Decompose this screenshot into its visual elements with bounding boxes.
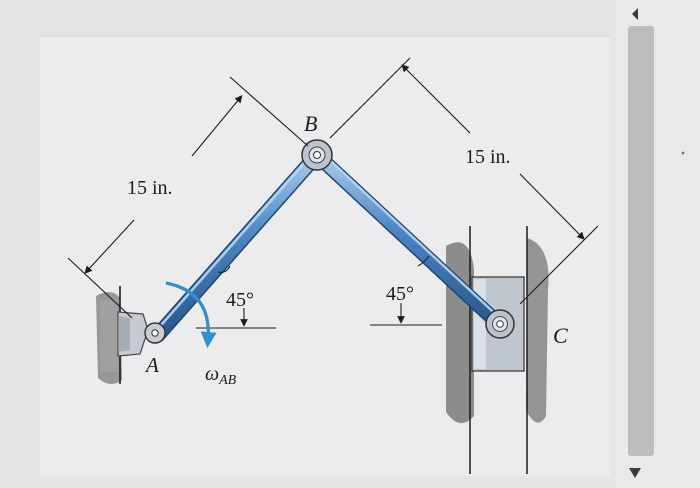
omega-ab-label: ωAB bbox=[205, 363, 237, 388]
scroll-up-arrow-icon[interactable] bbox=[632, 8, 638, 20]
angular-velocity-arrow-icon bbox=[165, 281, 217, 348]
link-bc bbox=[309, 147, 508, 333]
point-a-label: A bbox=[144, 353, 159, 377]
point-c-label: C bbox=[553, 323, 568, 348]
angle-left-label: 45° bbox=[226, 289, 254, 311]
angle-marker-right bbox=[370, 255, 442, 326]
omega-subscript: AB bbox=[218, 373, 237, 388]
scroll-down-arrow-icon[interactable] bbox=[629, 468, 641, 478]
pin-a bbox=[144, 322, 166, 344]
dimension-right bbox=[329, 57, 599, 305]
point-b-label: B bbox=[304, 111, 317, 136]
dimension-left-label: 15 in. bbox=[127, 177, 173, 199]
scrollbar-thumb[interactable] bbox=[628, 26, 654, 456]
figure-panel bbox=[40, 36, 610, 476]
dimension-right-label: 15 in. bbox=[465, 146, 511, 168]
omega-symbol: ω bbox=[205, 363, 219, 385]
scroll-dot-icon bbox=[681, 151, 685, 155]
dimension-left bbox=[67, 76, 309, 319]
pin-c bbox=[485, 309, 515, 339]
angle-right-label: 45° bbox=[386, 283, 414, 305]
ground-support-a bbox=[96, 286, 149, 385]
link-ab bbox=[150, 147, 325, 343]
vertical-scrollbar[interactable] bbox=[616, 0, 700, 488]
pin-b bbox=[301, 139, 333, 171]
